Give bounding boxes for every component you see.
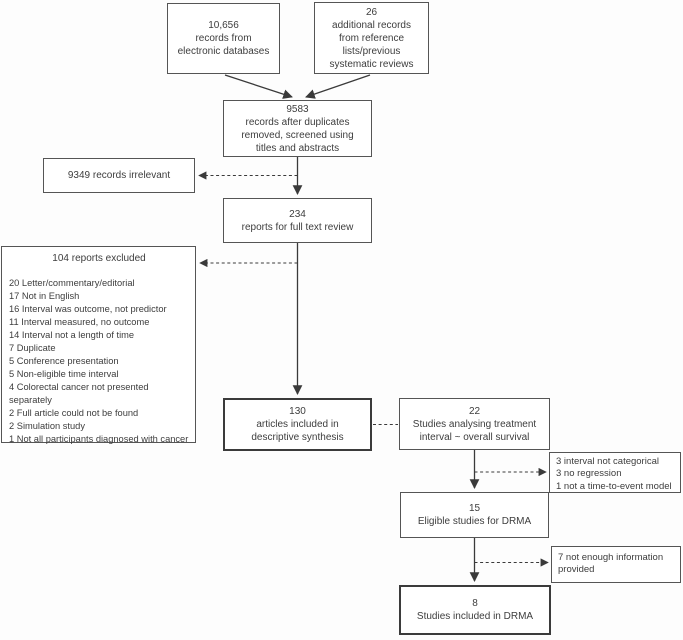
box-not-enough-information: 7 not enough information provided: [551, 546, 681, 583]
box-records-irrelevant: 9349 records irrelevant: [43, 158, 195, 193]
box-line: 9349 records irrelevant: [67, 170, 171, 181]
box-line: 234: [289, 208, 306, 220]
excluded-reason: 4 Colorectal cancer not presented separa…: [9, 382, 149, 405]
box-line: from reference: [338, 32, 405, 44]
exclusion-reason: 7 not enough information: [558, 552, 664, 563]
box-line: interval ~ overall survival: [419, 431, 530, 443]
box-excluded-regression-reasons: 3 interval not categorical 3 no regressi…: [549, 452, 681, 493]
box-line: reports for full text review: [241, 221, 354, 233]
excluded-reason: 1 Not all participants diagnosed with ca…: [9, 434, 189, 444]
exclusion-reason: 3 interval not categorical: [556, 456, 659, 467]
excluded-reason: 7 Duplicate: [9, 343, 56, 353]
arrow-databases-to-screened: [224, 74, 293, 99]
excluded-reason: 14 Interval not a length of time: [9, 330, 135, 340]
excluded-reason: 17 Not in English: [9, 291, 80, 301]
exclusion-reason: 3 no regression: [556, 468, 622, 480]
box-eligible-drma: 15 Eligible studies for DRMA: [400, 492, 549, 538]
box-line: lists/previous: [342, 45, 401, 57]
box-line: 9583: [286, 103, 309, 115]
box-records-reference-lists: 26 additional records from reference lis…: [314, 2, 429, 74]
box-line: 22: [468, 405, 481, 417]
exclusion-reason: provided: [558, 564, 595, 576]
box-line: 8: [472, 598, 478, 609]
excluded-reason: 5 Non-eligible time interval: [9, 369, 119, 379]
box-records-electronic-databases: 10,656 records from electronic databases: [167, 3, 280, 74]
box-full-text-review: 234 reports for full text review: [223, 198, 372, 243]
excluded-reason: 16 Interval was outcome, not predictor: [9, 304, 167, 314]
box-line: titles and abstracts: [255, 142, 340, 154]
box-line: 130: [289, 406, 306, 417]
excluded-reason: 11 Interval measured, no outcome: [9, 317, 150, 327]
excluded-reason: 20 Letter/commentary/editorial: [9, 278, 135, 288]
excluded-title: 104 reports excluded: [52, 253, 146, 264]
box-line: Studies included in DRMA: [416, 611, 534, 622]
box-line: descriptive synthesis: [251, 432, 344, 443]
box-reports-excluded: 104 reports excluded 20 Letter/commentar…: [1, 246, 196, 444]
box-line: records after duplicates: [245, 116, 350, 128]
box-line: 15: [468, 503, 481, 514]
box-line: removed, screened using: [241, 129, 354, 141]
box-line: articles included in: [256, 419, 339, 430]
box-line: 26: [365, 6, 378, 18]
box-line: electronic databases: [177, 46, 270, 57]
arrow-reference-to-screened: [305, 74, 371, 99]
box-descriptive-synthesis: 130 articles included in descriptive syn…: [223, 398, 372, 451]
excluded-reason: 2 Full article could not be found: [9, 408, 139, 418]
box-line: systematic reviews: [329, 58, 414, 70]
box-line: 10,656: [208, 20, 239, 31]
box-line: records from: [195, 33, 252, 44]
exclusion-reason: 1 not a time-to-event model: [556, 480, 672, 492]
box-included-drma: 8 Studies included in DRMA: [399, 585, 551, 635]
excluded-reason: 2 Simulation study: [9, 421, 85, 431]
excluded-reason: 5 Conference presentation: [9, 356, 119, 366]
box-line: Studies analysing treatment: [412, 418, 537, 430]
box-line: Eligible studies for DRMA: [417, 516, 532, 527]
box-line: additional records: [332, 19, 411, 31]
box-treatment-interval-survival: 22 Studies analysing treatment interval …: [399, 398, 550, 450]
box-records-screened: 9583 records after duplicates removed, s…: [223, 100, 372, 157]
